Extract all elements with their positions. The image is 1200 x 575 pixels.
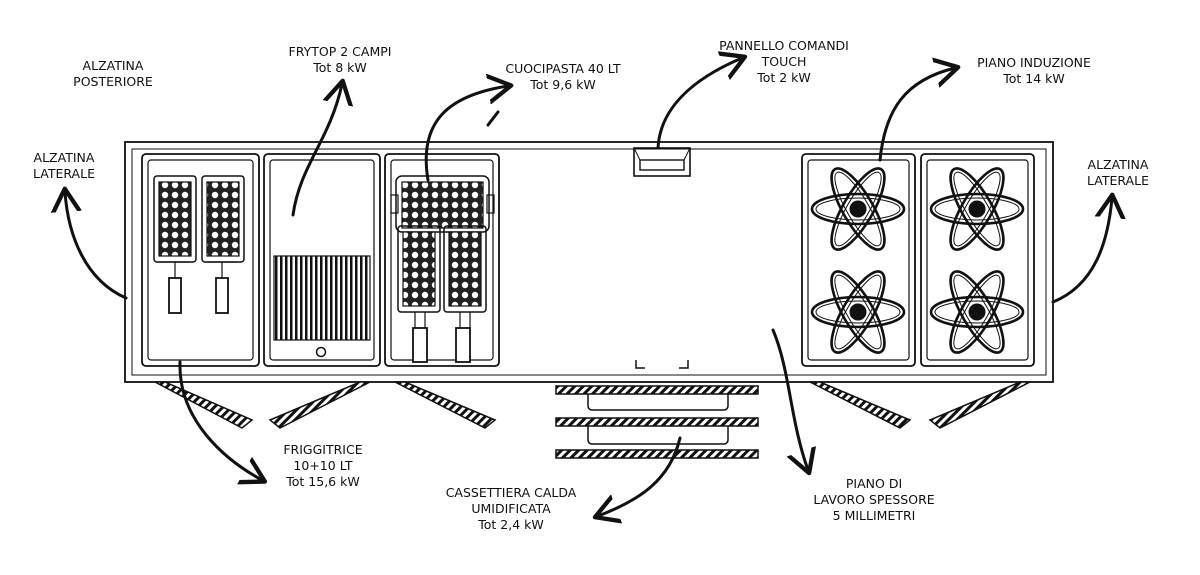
label-cassettiera: CASSETTIERA CALDA UMIDIFICATA Tot 2,4 kW — [445, 485, 577, 532]
arrow-induzione — [878, 68, 955, 162]
label-cuocipasta: CUOCIPASTA 40 LT Tot 9,6 kW — [505, 61, 621, 92]
countertop — [124, 141, 1054, 383]
induction-zone-icon — [810, 167, 906, 251]
arrow-pannello — [656, 58, 742, 150]
arrow-cassettiera — [598, 436, 682, 516]
label-pannello-comandi: PANNELLO COMANDI TOUCH Tot 2 kW — [719, 38, 849, 85]
label-alzatina-laterale-right: ALZATINA LATERALE — [1087, 157, 1149, 188]
arrow-cuocipasta-tail — [486, 110, 500, 127]
label-alzatina-laterale-left: ALZATINA LATERALE — [33, 150, 95, 181]
label-alzatina-posteriore: ALZATINA POSTERIORE — [73, 58, 153, 89]
arrow-frytop — [291, 84, 342, 217]
arrow-alz-lat-left — [65, 192, 128, 300]
label-piano-lavoro: PIANO DI LAVORO SPESSORE 5 MILLIMETRI — [813, 476, 935, 523]
legs — [154, 381, 1031, 429]
induction-module-left — [801, 153, 916, 367]
label-frytop: FRYTOP 2 CAMPI Tot 8 kW — [288, 44, 392, 75]
pasta-cooker-module — [384, 153, 500, 367]
arrow-cuocipasta — [424, 86, 508, 182]
arrow-piano — [771, 328, 808, 470]
arrow-alz-lat-right — [1051, 198, 1112, 304]
fryer-module — [141, 153, 260, 367]
arrow-friggitrice — [178, 360, 262, 480]
hot-drawers — [555, 385, 759, 459]
label-piano-induzione: PIANO INDUZIONE Tot 14 kW — [977, 55, 1091, 86]
induction-zone-icon — [929, 167, 1025, 251]
induction-module-right — [920, 153, 1035, 367]
label-friggitrice: FRIGGITRICE 10+10 LT Tot 15,6 kW — [283, 442, 363, 489]
induction-zone-icon — [810, 270, 906, 354]
touch-panel — [633, 147, 691, 177]
frytop-module — [263, 153, 381, 367]
induction-zone-icon — [929, 270, 1025, 354]
